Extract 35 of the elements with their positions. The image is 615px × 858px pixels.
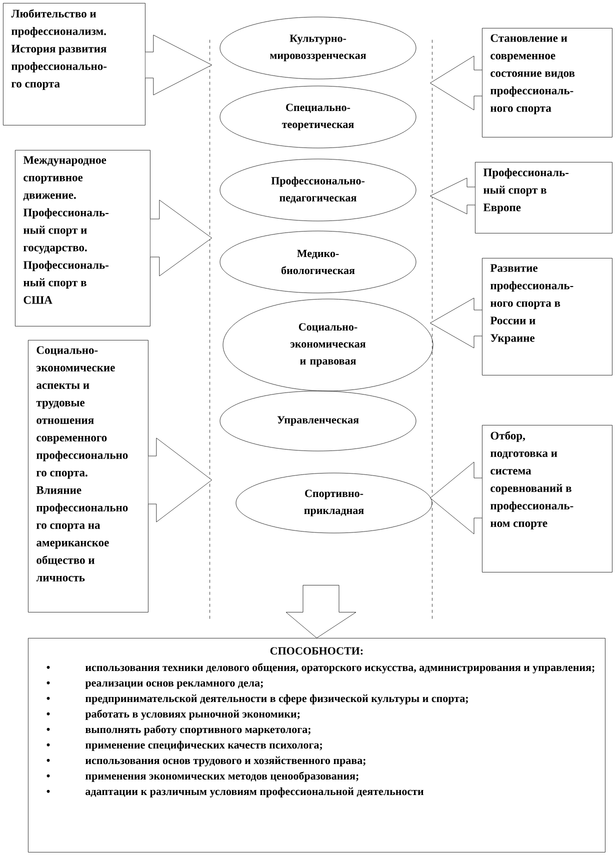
list-item: выполнять работу спортивного маркетолога; [85,725,310,736]
block-arrow [148,438,212,522]
list-item: адаптации к различным условиям профессиональной деятельности [86,787,424,798]
bullet: • [46,696,50,700]
topic-box: Социально- экономические аспекты и трудовые отношения современного профессионально го спорта. Влияние профессионально го спорта на американское общество и личность [28,340,148,612]
bullet: • [46,790,50,793]
list-item: реализации основ рекламного дела; [85,681,263,689]
bullet: • [46,758,50,762]
topic-box: Отбор, подготовка и система соревнований в профессиональ- ном спорте [482,425,612,572]
list-item: применение специфических качеств психолога; [85,740,322,751]
bullet: • [46,743,50,746]
bullet: • [46,728,50,731]
bullet: • [46,712,50,716]
block-arrow [145,34,212,96]
block-arrow [286,585,356,638]
heading: СПОСОБНОСТИ: [270,647,363,655]
abilities-box [28,638,606,852]
bullet: • [46,666,50,669]
block-arrow [430,298,482,348]
list-item: предпринимательской деятельности в сфере физической культуры и спорта; [85,694,468,704]
topic-box: Международное спортивное движение. Профессиональ- ный спорт и государство. Профессиональ- ный спорт в США [15,150,150,326]
block-arrow [150,200,212,276]
block-arrow [430,462,482,534]
block-arrow [430,56,482,110]
topic-box: Профессиональ- ный спорт в Европе [475,162,612,234]
list-item: использования техники делового общения, ораторского искусства, администрирования и управления; [85,663,594,674]
list-item: использования основ трудового и хозяйственного права; [85,756,366,766]
bullet: • [46,681,50,684]
topic-box: Развитие профессиональ- ного спорта в России и Украине [482,258,612,376]
bullet: • [46,774,50,778]
topic-box: Становление и современное состояние видов профессиональ- ного спорта [482,28,612,138]
list-item: применения экономических методов ценообразования; [85,772,358,782]
list-item: работать в условиях рыночной экономики; [85,710,300,720]
block-arrow [430,178,476,214]
topic-box: Любительство и профессионализм. История развития профессионально- го спорта [3,3,146,126]
